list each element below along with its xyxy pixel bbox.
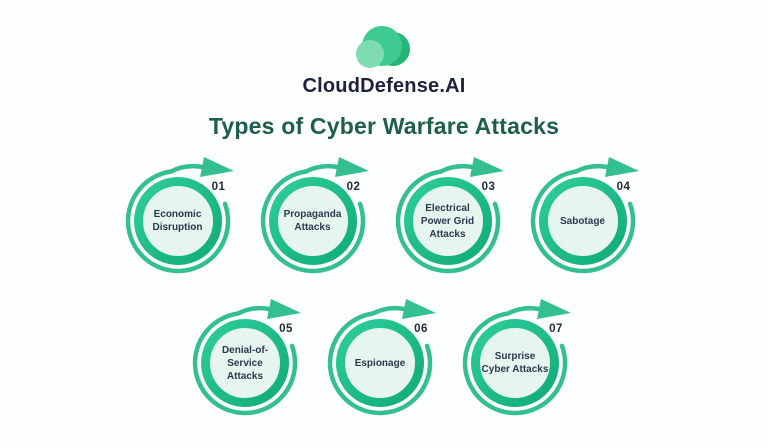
spiral-arrow-icon — [192, 299, 301, 416]
badge-number: 06 — [414, 323, 428, 335]
badge-label: Sabotage — [559, 215, 605, 227]
attack-badge-03: 03 Electrical Power Grid Attacks — [386, 153, 518, 283]
badge-number: 03 — [481, 181, 496, 193]
brand-name: CloudDefense.AI — [302, 75, 466, 97]
badge-label: Espionage — [354, 357, 406, 369]
badge-number: 02 — [346, 181, 361, 193]
header: CloudDefense.AI — [0, 0, 768, 98]
attack-badge-07: 07 Surprise Cyber Attacks — [453, 295, 585, 425]
badge-number: 01 — [211, 181, 226, 193]
badge-label: Economic Disruption — [152, 209, 203, 233]
badge-row-2: 05 Denial-of-Service Attacks 06 Espionag… — [0, 295, 768, 425]
badge-label: Surprise Cyber Attacks — [481, 351, 549, 375]
attack-badge-02: 02 Propaganda Attacks — [251, 153, 383, 283]
spiral-arrow-icon — [125, 157, 234, 274]
attack-badge-05: 05 Denial-of-Service Attacks — [183, 295, 315, 425]
badge-number: 07 — [549, 323, 563, 335]
cloud-logo-icon — [356, 26, 410, 68]
spiral-arrow-icon — [462, 299, 571, 416]
attack-badge-04: 04 Sabotage — [521, 153, 653, 283]
badge-label: Electrical Power Grid Attacks — [420, 202, 475, 240]
badge-row-1: 01 Economic Disruption 02 Propaganda Att… — [0, 153, 768, 283]
badge-label: Propaganda Attacks — [283, 209, 342, 233]
page-title: Types of Cyber Warfare Attacks — [208, 113, 560, 139]
attack-badge-01: 01 Economic Disruption — [116, 153, 248, 283]
attack-badge-06: 06 Espionage — [318, 295, 450, 425]
spiral-arrow-icon — [327, 299, 436, 416]
spiral-arrow-icon — [530, 157, 639, 274]
badge-number: 04 — [616, 181, 631, 193]
badge-number: 05 — [279, 323, 293, 335]
spiral-arrow-icon — [395, 157, 504, 274]
badge-label: Denial-of-Service Attacks — [221, 344, 269, 382]
spiral-arrow-icon — [260, 157, 369, 274]
